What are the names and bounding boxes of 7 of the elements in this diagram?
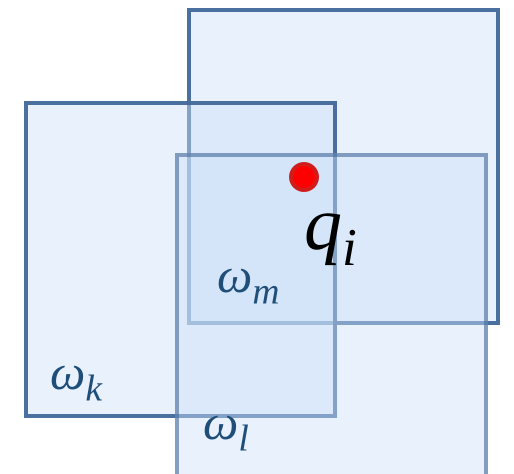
region-label: ω$_{m}$ (217, 250, 280, 311)
region-label: ω$_{l}$ (203, 397, 249, 458)
point-marker (289, 162, 319, 192)
point-label: q$_{i}$ (304, 186, 357, 274)
region-label: ω$_{k}$ (50, 347, 102, 408)
region-square (175, 153, 488, 474)
region-square (187, 8, 500, 325)
